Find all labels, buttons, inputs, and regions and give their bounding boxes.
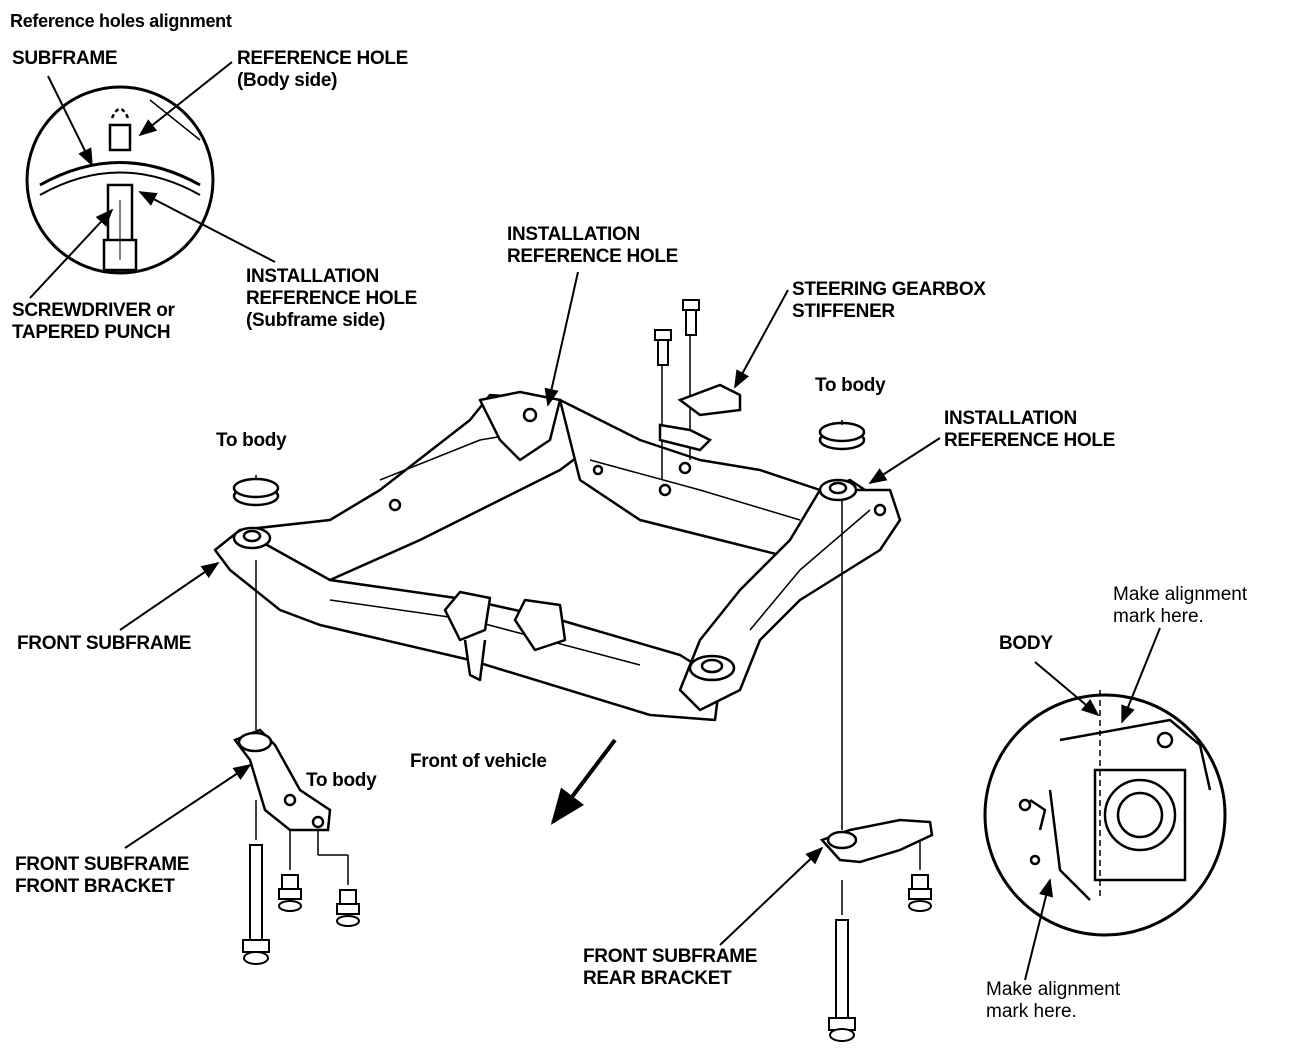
label-installation-reference-hole-top: INSTALLATION REFERENCE HOLE (507, 224, 679, 267)
label-front-subframe-front-bracket: FRONT SUBFRAME FRONT BRACKET (15, 854, 190, 897)
label-alignment-mark-top: Make alignment mark here. (1113, 584, 1248, 627)
label-to-body-bracket: To body (306, 770, 377, 791)
front-direction-arrow (550, 738, 617, 825)
label-body: BODY (999, 633, 1053, 654)
label-front-of-vehicle: Front of vehicle (410, 751, 547, 772)
leader-lines (29, 61, 1161, 981)
front-bracket-drawing (233, 728, 332, 832)
bolts (242, 299, 932, 1042)
label-steering-gearbox-stiffener: STEERING GEARBOX STIFFENER (792, 279, 986, 322)
label-reference-hole-body: REFERENCE HOLE (Body side) (237, 48, 409, 91)
label-front-subframe: FRONT SUBFRAME (17, 633, 192, 654)
label-to-body-right: To body (815, 375, 886, 396)
label-front-subframe-rear-bracket: FRONT SUBFRAME REAR BRACKET (583, 946, 758, 989)
label-installation-reference-hole-subframe: INSTALLATION REFERENCE HOLE (Subframe si… (246, 266, 418, 331)
reference-hole-detail (25, 85, 215, 275)
label-to-body-left: To body (216, 430, 287, 451)
label-screwdriver: SCREWDRIVER or TAPERED PUNCH (12, 300, 175, 343)
rear-bracket-drawing (819, 818, 934, 864)
body-alignment-detail (983, 690, 1227, 937)
label-subframe: SUBFRAME (12, 48, 118, 69)
body-mount-grommets (232, 421, 866, 507)
front-subframe-drawing (213, 390, 902, 722)
label-alignment-mark-bottom: Make alignment mark here. (986, 979, 1121, 1022)
label-installation-reference-hole-right: INSTALLATION REFERENCE HOLE (944, 408, 1116, 451)
steering-stiffener-drawing (658, 383, 742, 452)
diagram-title: Reference holes alignment (10, 11, 232, 31)
